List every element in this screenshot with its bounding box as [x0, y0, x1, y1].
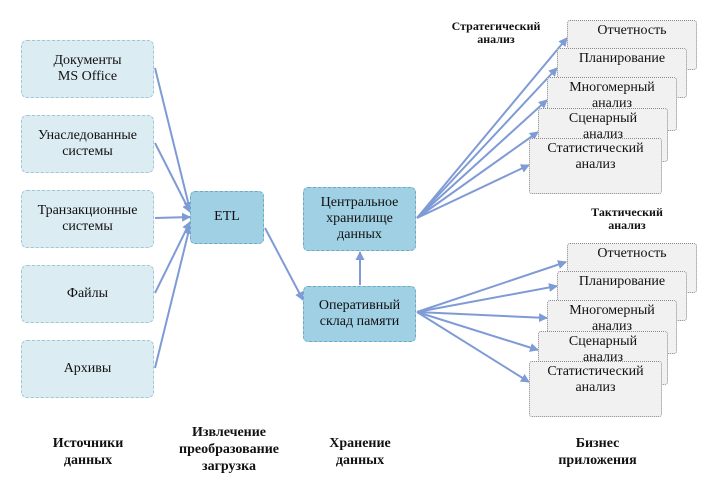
- arrow-central-strategic-2: [416, 67, 558, 219]
- column-label-storage: Хранение данных: [329, 436, 391, 468]
- arrow-central-strategic-4: [416, 131, 539, 219]
- arrow-operational-tactical-5: [416, 311, 530, 383]
- arrow-legacy-etl: [154, 142, 191, 213]
- etl-label: ETL: [214, 209, 240, 225]
- arrow-operational-tactical-4: [416, 311, 539, 352]
- source-documents: Документы MS Office: [21, 40, 154, 98]
- source-transactional-systems-label: Транзакционные системы: [37, 202, 138, 234]
- source-files-label: Файлы: [66, 285, 109, 301]
- arrow-transactional-etl: [154, 212, 191, 222]
- operational-storage-label: Оперативный склад памяти: [318, 297, 401, 329]
- source-documents-label: Документы MS Office: [53, 52, 122, 84]
- column-label-sources: Источники данных: [52, 436, 124, 468]
- arrow-central-strategic-3: [416, 99, 548, 219]
- tactical-app-statistical-label: Статистический анализ: [547, 364, 644, 396]
- tactical-app-reporting-label: Отчетность: [597, 246, 667, 261]
- tactical-group-label: Тактический анализ: [591, 205, 663, 233]
- source-files: Файлы: [21, 265, 154, 323]
- operational-storage-node: Оперативный склад памяти: [303, 286, 416, 342]
- arrow-operational-tactical-3: [416, 311, 548, 323]
- column-label-apps: Бизнес приложения: [558, 436, 637, 468]
- tactical-app-statistical: Статистический анализ: [529, 361, 662, 417]
- central-storage-node: Центральное хранилище данных: [303, 187, 416, 251]
- arrow-operational-tactical-2: [416, 283, 558, 313]
- arrow-central-strategic-1: [416, 37, 568, 219]
- arrow-documents-etl: [154, 67, 193, 211]
- central-storage-label: Центральное хранилище данных: [320, 194, 399, 243]
- source-archives: Архивы: [21, 340, 154, 398]
- arrow-archives-etl: [154, 225, 193, 369]
- tactical-app-olap-label: Многомерный анализ: [569, 303, 655, 335]
- strategic-app-olap-label: Многомерный анализ: [569, 80, 655, 112]
- strategic-group-label: Стратегический анализ: [451, 19, 541, 47]
- source-legacy-systems-label: Унаследованные системы: [38, 127, 137, 159]
- etl-node: ETL: [190, 191, 264, 244]
- strategic-app-statistical-label: Статистический анализ: [547, 141, 644, 173]
- column-label-etl: Извлечение преобразование загрузка: [179, 425, 279, 474]
- strategic-app-planning-label: Планирование: [578, 51, 666, 66]
- arrow-central-strategic-5: [416, 164, 530, 219]
- source-transactional-systems: Транзакционные системы: [21, 190, 154, 248]
- strategic-app-statistical: Статистический анализ: [529, 138, 662, 194]
- source-archives-label: Архивы: [63, 360, 112, 376]
- source-legacy-systems: Унаследованные системы: [21, 115, 154, 173]
- arrow-files-etl: [154, 221, 191, 294]
- strategic-app-reporting-label: Отчетность: [597, 23, 667, 38]
- arrow-operational-tactical-1: [416, 260, 567, 313]
- tactical-app-planning-label: Планирование: [578, 274, 666, 289]
- arrow-etl-operational: [264, 227, 304, 301]
